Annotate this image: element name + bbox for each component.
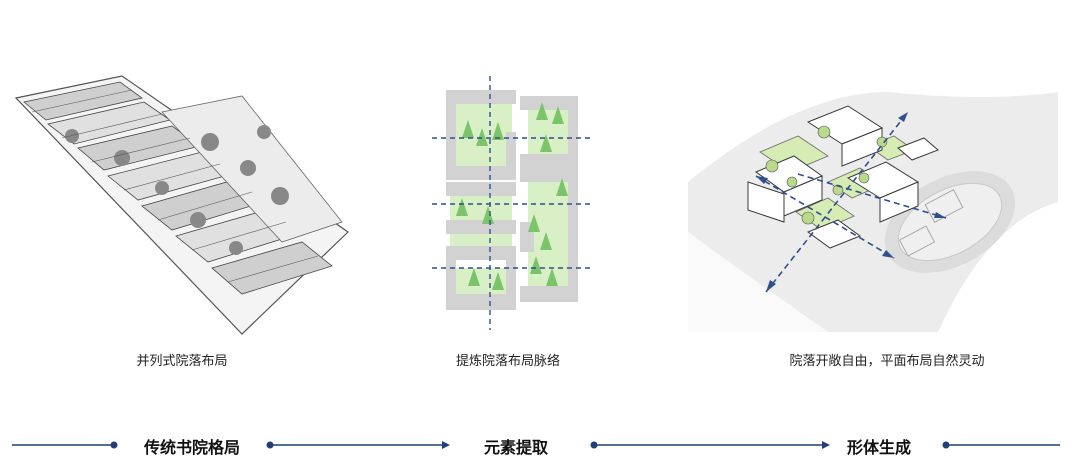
stage-label-traditional-layout: 传统书院格局 [143, 438, 241, 457]
layout-extraction-diagram [428, 72, 598, 334]
caption-courtyard-sketch: 并列式院落布局 [136, 354, 228, 369]
timeline-dot [266, 441, 274, 449]
courtyard-sketch-image [12, 72, 352, 340]
caption-form-generation: 院落开敞自由，平面布局自然灵动 [789, 354, 985, 369]
caption-element-extraction: 提炼院落布局脉络 [455, 354, 561, 369]
process-timeline [0, 430, 1080, 460]
timeline-arrow [442, 441, 450, 449]
stage-label-form-generation: 形体生成 [846, 438, 912, 457]
timeline-arrow [822, 441, 830, 449]
timeline-dot [110, 441, 118, 449]
form-generation-diagram [688, 82, 1060, 332]
timeline-dot [590, 441, 598, 449]
timeline-dot [942, 441, 950, 449]
stage-label-element-extraction: 元素提取 [483, 438, 549, 457]
